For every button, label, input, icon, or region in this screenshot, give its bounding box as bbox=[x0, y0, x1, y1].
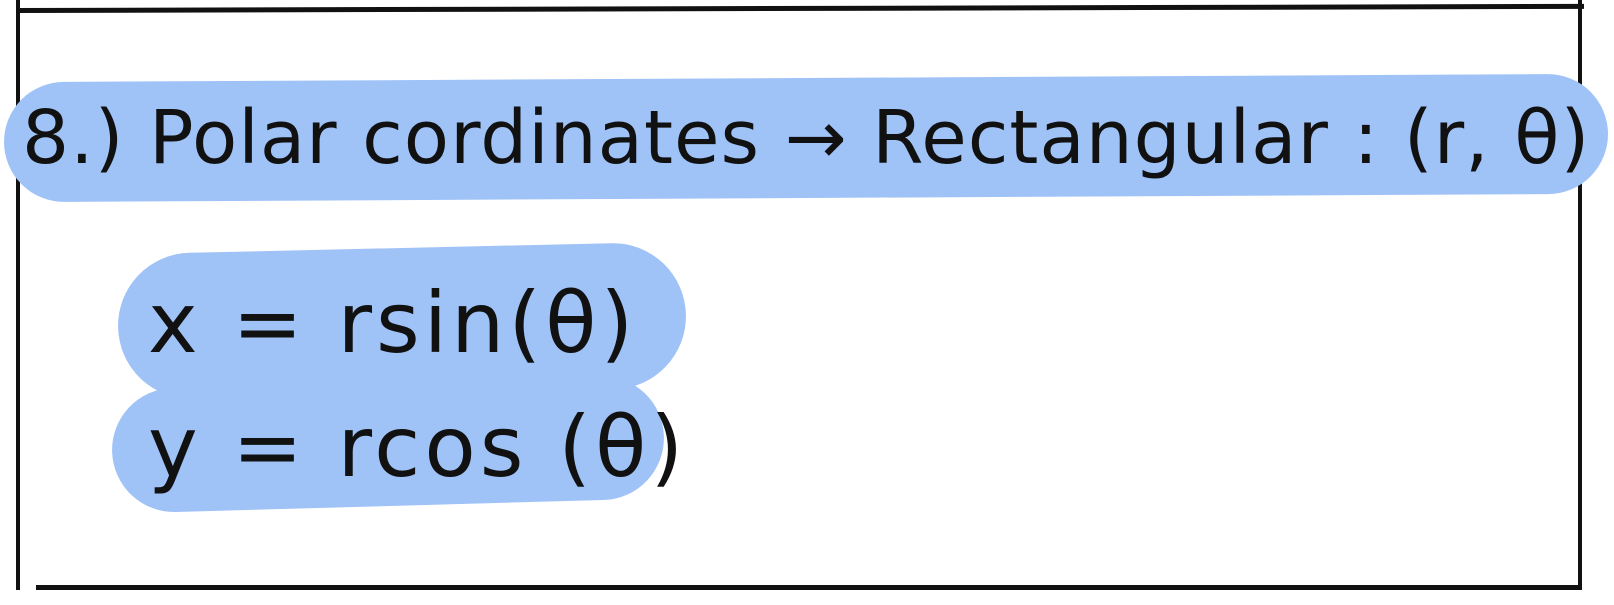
equation-y: y = rcos (θ) bbox=[148, 398, 688, 496]
box-border-bottom bbox=[36, 585, 1582, 590]
box-border-right bbox=[1578, 0, 1582, 590]
box-border-left bbox=[16, 0, 20, 590]
box-border-top bbox=[17, 3, 1585, 13]
heading-text: 8.) Polar cordinates → Rectangular : (r,… bbox=[22, 95, 1614, 181]
equation-x: x = rsin(θ) bbox=[148, 274, 638, 372]
